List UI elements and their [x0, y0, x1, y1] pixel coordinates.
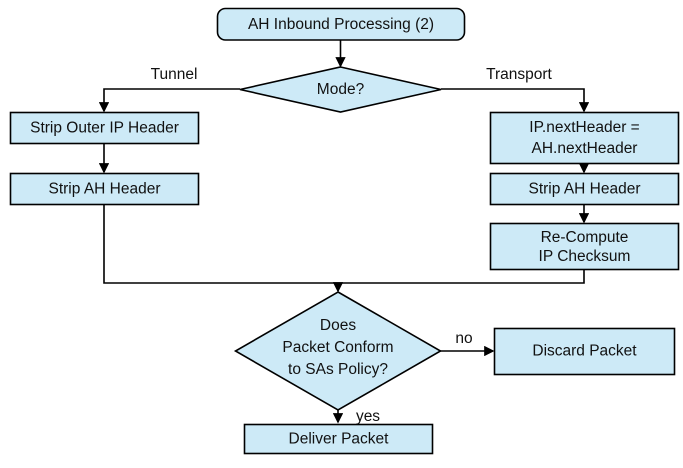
node-strip-ah-header-tunnel[interactable]: Strip AH Header [9, 172, 200, 206]
node-policy-conformance-line2: Packet Conform [282, 339, 393, 356]
node-mode-decision-label: Mode? [317, 81, 365, 98]
node-policy-conformance-line3: to SAs Policy? [288, 361, 388, 378]
edge-label-yes: yes [356, 408, 380, 425]
edge-label-transport: Transport [486, 66, 552, 83]
node-strip-outer-ip-header[interactable]: Strip Outer IP Header [9, 111, 200, 145]
node-strip-ah-header-tunnel-label: Strip AH Header [49, 181, 161, 198]
edge-strip-ah-left-to-merge [103, 205, 338, 284]
node-ip-next-header-assign[interactable]: IP.nextHeader = AH.nextHeader [489, 111, 680, 165]
node-ip-next-header-assign-line1: IP.nextHeader = [529, 119, 639, 136]
node-strip-ah-header-transport-label: Strip AH Header [529, 181, 641, 198]
node-strip-ah-header-transport[interactable]: Strip AH Header [489, 172, 680, 206]
node-ip-next-header-assign-line2: AH.nextHeader [532, 140, 638, 157]
node-policy-conformance-line1: Does [320, 317, 356, 334]
node-recompute-ip-checksum-line2: IP Checksum [539, 248, 631, 265]
node-deliver-packet[interactable]: Deliver Packet [243, 423, 434, 455]
edge-label-no: no [455, 330, 472, 347]
edge-label-tunnel: Tunnel [151, 66, 198, 83]
node-strip-outer-ip-header-label: Strip Outer IP Header [30, 120, 179, 137]
node-policy-conformance-decision[interactable]: Does Packet Conform to SAs Policy? [233, 291, 443, 411]
node-discard-packet[interactable]: Discard Packet [493, 327, 676, 376]
node-recompute-ip-checksum-line1: Re-Compute [541, 229, 629, 246]
node-recompute-ip-checksum[interactable]: Re-Compute IP Checksum [489, 222, 680, 271]
edge-mode-to-next-header [441, 88, 590, 113]
node-discard-packet-label: Discard Packet [532, 343, 637, 360]
node-deliver-packet-label: Deliver Packet [289, 431, 390, 448]
node-mode-decision[interactable]: Mode? [239, 66, 442, 113]
edge-mode-to-strip-outer-ip [98, 88, 240, 113]
node-ah-inbound-processing-label: AH Inbound Processing (2) [248, 16, 434, 33]
node-ah-inbound-processing[interactable]: AH Inbound Processing (2) [216, 7, 466, 41]
edge-recompute-to-merge [338, 270, 585, 284]
